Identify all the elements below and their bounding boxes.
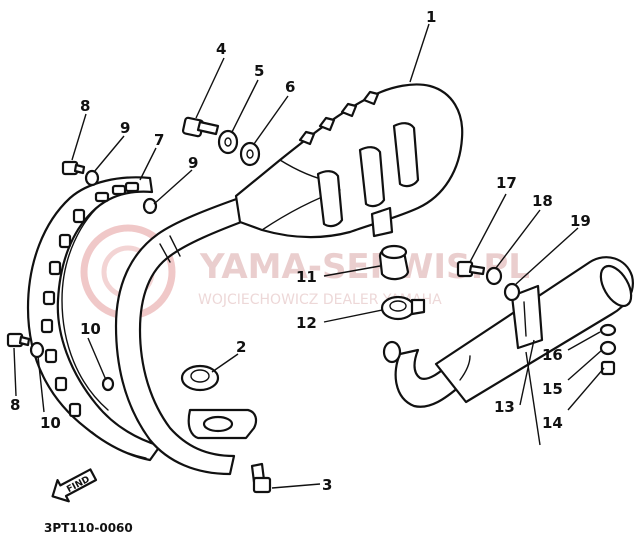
- exhaust-pipe: [114, 192, 259, 476]
- bolt-8-upper: [61, 160, 86, 176]
- callout-1: 1: [426, 8, 436, 26]
- washer-6: [239, 141, 261, 167]
- muffler-body: [234, 83, 464, 239]
- find-arrow: FIND: [51, 468, 98, 503]
- callout-19: 19: [570, 212, 591, 230]
- tail-pipe-13: [382, 256, 634, 408]
- callout-3: 3: [322, 476, 332, 494]
- callout-10-middle: 10: [80, 320, 101, 338]
- leader-lines: [13, 23, 605, 489]
- watermark-sub-text: WOJCIECHOWICZ DEALER YAMAHA: [198, 292, 442, 308]
- nut-14: [600, 360, 616, 376]
- callout-12: 12: [296, 314, 317, 332]
- washer-9-middle: [142, 197, 158, 215]
- gasket-2: [180, 364, 220, 392]
- washer-10-lower: [29, 341, 45, 359]
- damper-15: [599, 340, 617, 356]
- callout-4: 4: [216, 40, 226, 58]
- bolt-8-lower: [6, 332, 31, 348]
- grommet-11: [378, 244, 410, 281]
- clamp-12: [380, 295, 426, 321]
- callout-15: 15: [542, 380, 563, 398]
- bolt-4: [181, 116, 220, 138]
- washer-9-upper: [84, 169, 100, 187]
- callout-17: 17: [496, 174, 517, 192]
- callout-18: 18: [532, 192, 553, 210]
- bolt-3: [250, 462, 272, 494]
- washer-10-middle: [101, 376, 115, 392]
- callouts: 1 2 3 4 5 6 7 8 8 9 9 10 10 11 12 13 14 …: [10, 8, 591, 494]
- callout-14: 14: [542, 414, 563, 432]
- callout-13: 13: [494, 398, 515, 416]
- callout-2: 2: [236, 338, 246, 356]
- callout-8-lower: 8: [10, 396, 20, 414]
- callout-16: 16: [542, 346, 563, 364]
- callout-6: 6: [285, 78, 295, 96]
- washer-19: [503, 282, 521, 302]
- callout-9-upper: 9: [120, 119, 130, 137]
- washer-18: [485, 266, 503, 286]
- callout-8-upper: 8: [80, 97, 90, 115]
- heat-shield: [26, 176, 162, 462]
- washer-5: [217, 129, 239, 155]
- bolt-17: [456, 260, 486, 278]
- callout-5: 5: [254, 62, 264, 80]
- callout-10-lower: 10: [40, 414, 61, 432]
- callout-7: 7: [154, 131, 164, 149]
- collar-16: [599, 323, 617, 337]
- drawing-code: 3PT110-0060: [44, 521, 133, 535]
- callout-9-middle: 9: [188, 154, 198, 172]
- callout-11: 11: [296, 268, 317, 286]
